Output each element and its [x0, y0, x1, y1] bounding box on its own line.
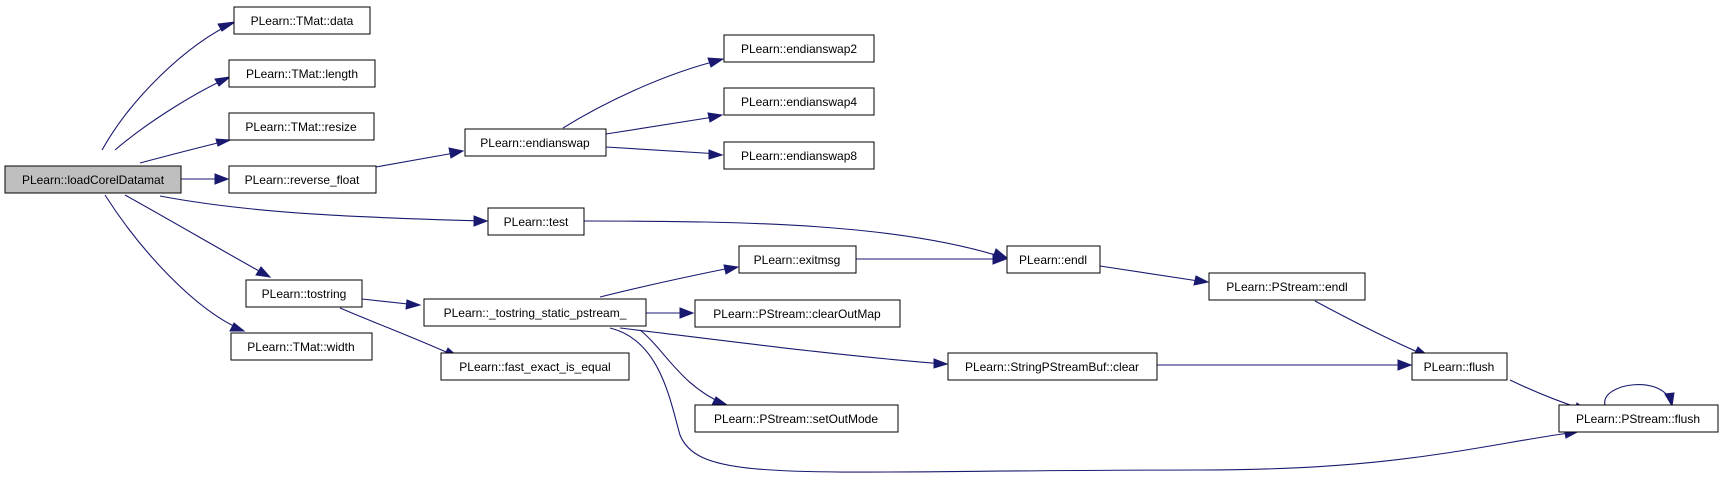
edge-tostring-static-to-exitmsg [599, 264, 740, 298]
node-exitmsg[interactable]: PLearn::exitmsg [738, 245, 857, 274]
svg-text:PLearn::PStream::setOutMode: PLearn::PStream::setOutMode [714, 412, 878, 426]
edge-tostring-static-to-setOutMode [639, 329, 729, 406]
svg-text:PLearn::endianswap2: PLearn::endianswap2 [741, 42, 857, 56]
node-endianswap2[interactable]: PLearn::endianswap2 [723, 34, 875, 63]
node-stringpstreambuf-clear[interactable]: PLearn::StringPStreamBuf::clear [947, 352, 1158, 381]
nodes: PLearn::loadCorelDatamat PLearn::TMat::d… [4, 6, 1719, 433]
node-reverse-float[interactable]: PLearn::reverse_float [228, 165, 377, 194]
node-clearOutMap[interactable]: PLearn::PStream::clearOutMap [694, 299, 901, 328]
node-tostring[interactable]: PLearn::tostring [245, 279, 363, 308]
edge-endianswap-to-endianswap2 [562, 57, 725, 129]
svg-text:PLearn::endianswap: PLearn::endianswap [480, 136, 590, 150]
svg-text:PLearn::StringPStreamBuf::clea: PLearn::StringPStreamBuf::clear [965, 360, 1139, 374]
svg-text:PLearn::TMat::resize: PLearn::TMat::resize [245, 120, 357, 134]
edge-loadCorelDatamat-to-tmat-length [114, 76, 232, 151]
node-test[interactable]: PLearn::test [487, 207, 585, 236]
edge-tostring-static-to-pstream-flush [609, 327, 1581, 473]
svg-text:PLearn::endianswap8: PLearn::endianswap8 [741, 149, 857, 163]
edge-endianswap-to-endianswap4 [605, 112, 724, 135]
node-endianswap4[interactable]: PLearn::endianswap4 [723, 87, 875, 116]
node-endianswap[interactable]: PLearn::endianswap [464, 128, 607, 157]
edge-loadCorelDatamat-to-tmat-data [101, 21, 236, 151]
svg-text:PLearn::PStream::endl: PLearn::PStream::endl [1226, 280, 1347, 294]
edge-pstream-endl-to-flush [1314, 300, 1430, 357]
node-endl[interactable]: PLearn::endl [1006, 245, 1101, 274]
edge-stringpstreambuf-clear-to-flush [1157, 359, 1413, 371]
node-tmat-data[interactable]: PLearn::TMat::data [233, 6, 371, 35]
edge-loadCorelDatamat-to-reverse-float [181, 173, 230, 185]
edge-pstream-flush-self-loop [1604, 384, 1675, 408]
node-setOutMode[interactable]: PLearn::PStream::setOutMode [694, 404, 899, 433]
node-tmat-length[interactable]: PLearn::TMat::length [228, 59, 376, 88]
svg-text:PLearn::flush: PLearn::flush [1424, 360, 1495, 374]
edge-endl-to-pstream-endl [1099, 265, 1210, 286]
edge-loadCorelDatamat-to-test [159, 195, 489, 227]
svg-text:PLearn::TMat::width: PLearn::TMat::width [247, 340, 354, 354]
node-loadCorelDatamat[interactable]: PLearn::loadCorelDatamat [4, 165, 182, 194]
edge-loadCorelDatamat-to-tmat-width [104, 194, 246, 332]
node-pstream-endl[interactable]: PLearn::PStream::endl [1208, 272, 1366, 301]
edge-tostring-static-to-stringpstreambuf-clear [619, 327, 949, 369]
svg-text:PLearn::PStream::clearOutMap: PLearn::PStream::clearOutMap [713, 307, 881, 321]
svg-text:PLearn::TMat::data: PLearn::TMat::data [251, 14, 354, 28]
node-flush[interactable]: PLearn::flush [1411, 352, 1508, 381]
node-pstream-flush[interactable]: PLearn::PStream::flush [1558, 404, 1719, 433]
svg-text:PLearn::fast_exact_is_equal: PLearn::fast_exact_is_equal [459, 360, 610, 374]
svg-text:PLearn::reverse_float: PLearn::reverse_float [245, 173, 360, 187]
svg-text:PLearn::_tostring_static_pstre: PLearn::_tostring_static_pstream_ [444, 306, 627, 320]
svg-text:PLearn::PStream::flush: PLearn::PStream::flush [1576, 412, 1700, 426]
edge-exitmsg-to-endl [856, 253, 1008, 265]
svg-text:PLearn::endl: PLearn::endl [1019, 253, 1087, 267]
edge-loadCorelDatamat-to-tmat-resize [139, 138, 232, 164]
svg-text:PLearn::exitmsg: PLearn::exitmsg [754, 253, 841, 267]
edge-loadCorelDatamat-to-tostring [124, 194, 272, 278]
node-tmat-width[interactable]: PLearn::TMat::width [230, 332, 373, 361]
edge-tostring-static-to-clearOutMap [646, 307, 695, 319]
svg-text:PLearn::TMat::length: PLearn::TMat::length [246, 67, 358, 81]
edge-tostring-to-tostring-static-pstream [361, 298, 422, 310]
edge-endianswap-to-endianswap8 [605, 146, 724, 160]
edges [101, 21, 1675, 473]
edge-reverse-float-to-endianswap [375, 147, 465, 168]
node-tmat-resize[interactable]: PLearn::TMat::resize [228, 112, 375, 141]
svg-text:PLearn::test: PLearn::test [504, 215, 569, 229]
svg-text:PLearn::tostring: PLearn::tostring [262, 287, 347, 301]
node-endianswap8[interactable]: PLearn::endianswap8 [723, 141, 875, 170]
node-fast-exact-is-equal[interactable]: PLearn::fast_exact_is_equal [440, 352, 630, 381]
node-tostring-static-pstream[interactable]: PLearn::_tostring_static_pstream_ [423, 298, 647, 327]
svg-text:PLearn::loadCorelDatamat: PLearn::loadCorelDatamat [22, 173, 165, 187]
svg-text:PLearn::endianswap4: PLearn::endianswap4 [741, 95, 857, 109]
